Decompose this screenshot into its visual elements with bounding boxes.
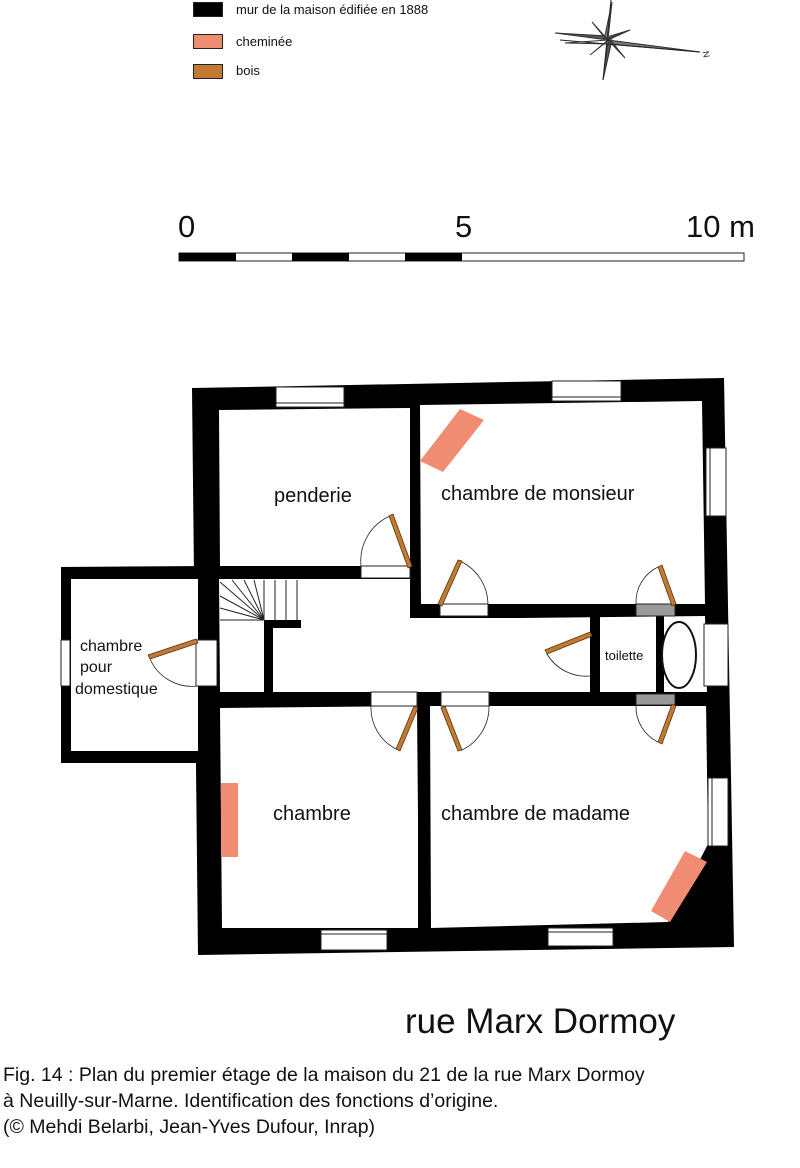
wooden-doors: [147, 513, 677, 752]
legend-label-wall: mur de la maison édifiée en 1888: [236, 2, 429, 17]
chimney-madame: [651, 851, 707, 922]
label-chambre-domestique-1: chambre: [80, 638, 142, 655]
street-name: rue Marx Dormoy: [405, 1002, 676, 1041]
label-chambre-domestique-3: domestique: [75, 681, 158, 698]
label-penderie: penderie: [274, 485, 352, 507]
room-spaces: [219, 401, 708, 928]
windows: [60, 380, 729, 951]
label-chambre: chambre: [273, 803, 351, 825]
label-chambre-madame: chambre de madame: [441, 803, 630, 825]
legend-label-chimney: cheminée: [236, 34, 293, 49]
legend-swatch-chimney: [193, 34, 223, 49]
door-openings: [195, 565, 676, 707]
scale-label-5: 5: [455, 209, 473, 244]
toilet-fixture: [661, 621, 697, 689]
caption-line-3: (© Mehdi Belarbi, Jean-Yves Dufour, Inra…: [3, 1116, 376, 1138]
caption-line-2: à Neuilly-sur-Marne. Identification des …: [3, 1090, 499, 1112]
staircase: [219, 579, 298, 621]
compass-icon: N: [554, 0, 712, 81]
scale-label-10: 10 m: [686, 209, 755, 244]
legend-swatch-wood: [193, 64, 223, 79]
legend-swatch-wall: [193, 2, 223, 17]
legend-label-wood: bois: [236, 63, 260, 78]
room-labels: penderie chambre de monsieur chambre pou…: [75, 483, 643, 825]
label-chambre-domestique-2: pour: [80, 659, 113, 676]
figure-caption: Fig. 14 : Plan du premier étage de la ma…: [3, 1062, 798, 1140]
chimney-monsieur: [420, 409, 484, 472]
scale-bar: [178, 252, 745, 262]
chimney-chambre: [221, 783, 238, 857]
label-toilette: toilette: [605, 648, 643, 663]
door-swings: [149, 515, 659, 751]
compass-north-label: N: [700, 50, 711, 58]
annex-walls: [61, 566, 210, 763]
caption-line-1: Fig. 14 : Plan du premier étage de la ma…: [3, 1064, 645, 1086]
label-chambre-monsieur: chambre de monsieur: [441, 483, 635, 505]
scale-label-0: 0: [178, 209, 196, 244]
chimneys: [221, 409, 707, 922]
